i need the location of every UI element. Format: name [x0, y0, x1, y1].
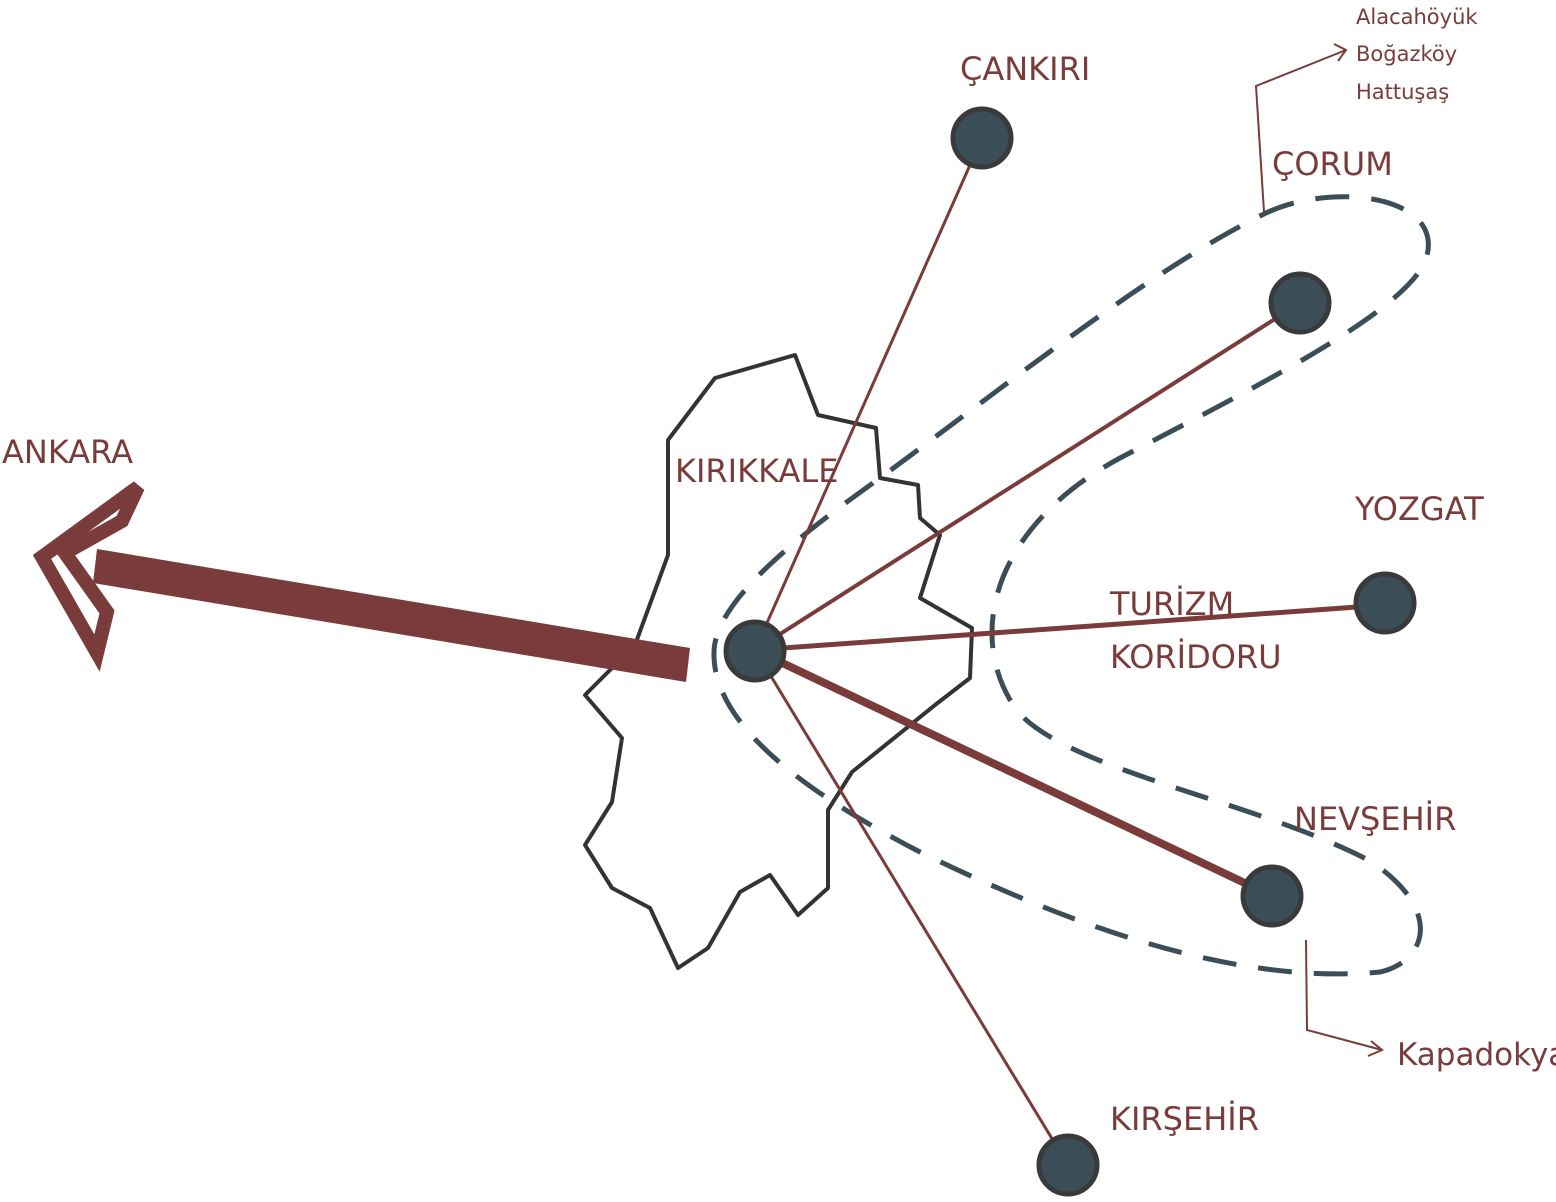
route-kirikkale-corum — [753, 301, 1302, 652]
label-kirikkale: KIRIKKALE — [675, 452, 838, 490]
label-yozgat: YOZGAT — [1354, 490, 1484, 528]
kapadokya-callout-arrow — [1305, 939, 1383, 1051]
label-corum: ÇORUM — [1272, 145, 1393, 183]
label-corum-site-1: Alacahöyük — [1356, 5, 1478, 29]
route-kirikkale-cankiri — [753, 137, 984, 651]
node-yozgat[interactable] — [1353, 571, 1417, 635]
kirikkale-province-border — [583, 353, 974, 970]
ankara-arrow-head — [32, 481, 145, 672]
label-corum-site-2: Boğazköy — [1356, 42, 1457, 66]
node-corum[interactable] — [1268, 271, 1332, 335]
label-cankiri: ÇANKIRI — [960, 50, 1090, 88]
label-corridor-line1: TURİZM — [1109, 585, 1234, 623]
corum-sites-arrowhead — [1333, 43, 1348, 62]
node-kirsehir[interactable] — [1036, 1133, 1100, 1197]
label-nevsehir: NEVŞEHİR — [1294, 800, 1456, 838]
node-kirikkale[interactable] — [723, 619, 787, 683]
node-cankiri[interactable] — [950, 106, 1014, 170]
label-kapadokya: Kapadokya — [1397, 1037, 1556, 1073]
route-kirikkale-yozgat — [754, 602, 1386, 653]
label-ankara: ANKARA — [2, 433, 133, 471]
kapadokya-arrowhead — [1367, 1040, 1384, 1057]
route-kirikkale-nevsehir — [753, 646, 1274, 900]
corum-sites-callout-arrow — [1254, 49, 1347, 213]
label-corridor-line2: KORİDORU — [1110, 638, 1282, 676]
route-kirikkale-kirsehir — [753, 649, 1070, 1166]
route-kirikkale-ankara-arrow-shaft — [93, 549, 690, 682]
label-corum-site-3: Hattuşaş — [1356, 80, 1449, 104]
label-kirsehir: KIRŞEHİR — [1110, 1100, 1259, 1138]
node-nevsehir[interactable] — [1240, 864, 1304, 928]
